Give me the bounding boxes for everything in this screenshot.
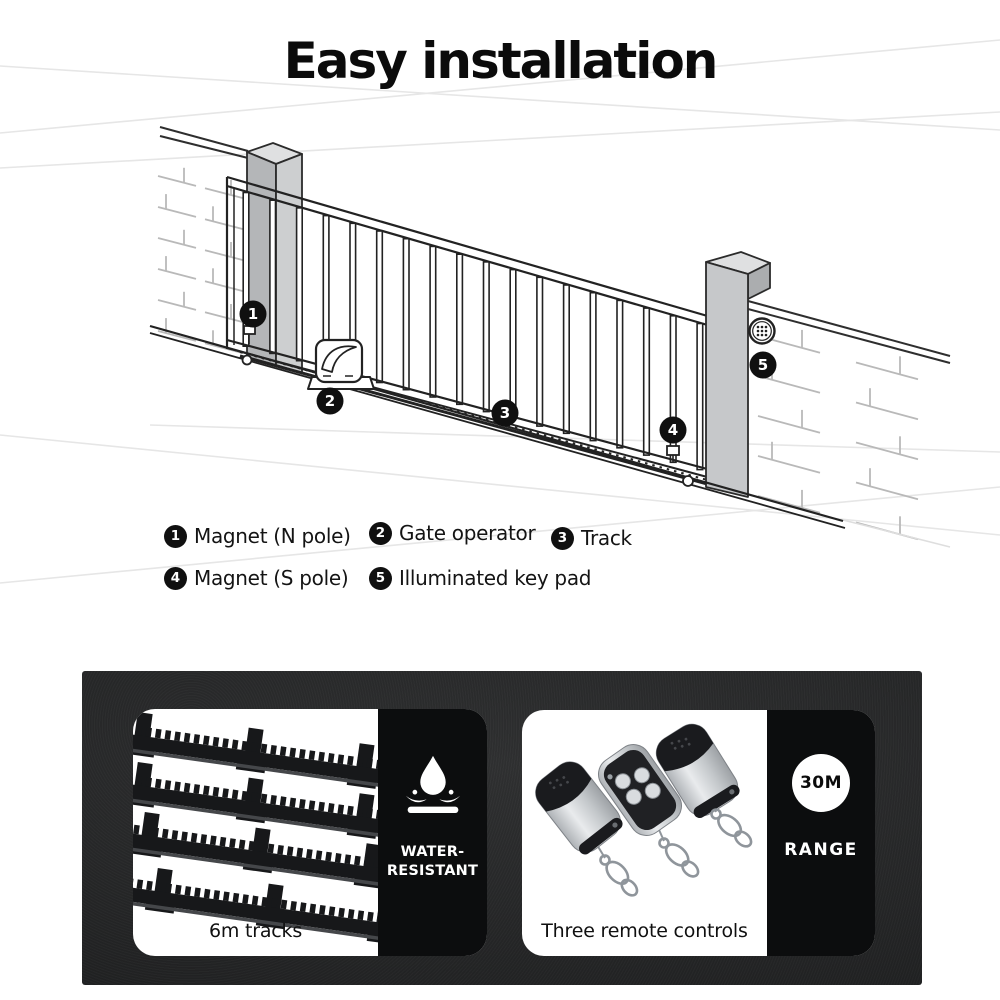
gate-operator-box — [307, 338, 375, 390]
feature-panel-tracks: WATER- RESISTANT 6m tracks — [133, 709, 487, 956]
legend-item-track: 3 Track — [551, 526, 632, 550]
ground-track — [149, 324, 846, 529]
legend-label-3: Track — [581, 526, 632, 550]
svg-text:5: 5 — [758, 356, 768, 374]
water-drop-icon — [405, 755, 460, 813]
legend-item-keypad: 5 Illuminated key pad — [369, 566, 591, 590]
range-badge: 30M RANGE — [767, 710, 875, 956]
legend-item-magnet-n: 1 Magnet (N pole) — [164, 524, 351, 548]
legend-item-magnet-s: 4 Magnet (S pole) — [164, 566, 349, 590]
legend-dot-3: 3 — [551, 526, 574, 550]
tracks-caption: 6m tracks — [208, 920, 303, 942]
gate-bottom-rails — [226, 338, 712, 487]
legend-dot-5: 5 — [369, 566, 392, 590]
callout-badge-3: 3 — [491, 399, 519, 427]
features-section: WATER- RESISTANT 6m tracks — [82, 671, 922, 985]
legend-label-2: Gate operator — [399, 521, 536, 545]
legend-item-gate-operator: 2 Gate operator — [369, 521, 536, 545]
legend-dot-2: 2 — [369, 521, 392, 545]
page-title: Easy installation — [283, 32, 719, 90]
callout-badge-4: 4 — [659, 416, 687, 444]
legend-label-4: Magnet (S pole) — [194, 566, 349, 590]
legend-label-5: Illuminated key pad — [399, 566, 592, 590]
magnet-s-pole — [666, 445, 680, 463]
keypad-icon — [748, 317, 776, 345]
feature-panel-remotes: 30M RANGE Three remote controls — [522, 710, 875, 956]
svg-text:3: 3 — [500, 404, 510, 422]
perspective-guide-lines — [0, 39, 1000, 584]
water-resistant-badge: WATER- RESISTANT — [378, 709, 487, 956]
water-resistant-text: WATER- RESISTANT — [386, 844, 479, 879]
gate-bars — [242, 191, 704, 471]
callout-badge-1: 1 — [239, 300, 267, 328]
right-wall-bricks — [757, 329, 919, 541]
remote-front — [598, 744, 682, 836]
range-value-circle: 30M — [792, 754, 850, 812]
remotes-caption: Three remote controls — [541, 920, 748, 942]
callout-badge-2: 2 — [316, 387, 344, 415]
legend-dot-4: 4 — [164, 566, 187, 590]
range-label: RANGE — [784, 840, 858, 860]
legend-dot-1: 1 — [164, 524, 187, 548]
callout-badge-5: 5 — [749, 351, 777, 379]
right-wall — [747, 300, 951, 364]
left-wall — [159, 126, 249, 159]
gate-installation-diagram: 1 2 3 4 5 — [0, 39, 1000, 584]
svg-text:2: 2 — [325, 392, 335, 410]
remote-controls-image — [528, 717, 757, 901]
gear-rack-tracks-image — [133, 712, 378, 956]
svg-text:4: 4 — [668, 421, 678, 439]
magnet-n-pole — [243, 325, 256, 344]
right-pillar — [705, 251, 771, 498]
gate-wheel-right — [682, 475, 694, 487]
svg-text:1: 1 — [248, 305, 258, 323]
left-pillar — [246, 142, 303, 374]
gate-wheel-left — [241, 354, 253, 366]
left-wall-bricks — [157, 167, 244, 354]
sliding-gate — [225, 175, 713, 477]
legend-label-1: Magnet (N pole) — [194, 524, 351, 548]
